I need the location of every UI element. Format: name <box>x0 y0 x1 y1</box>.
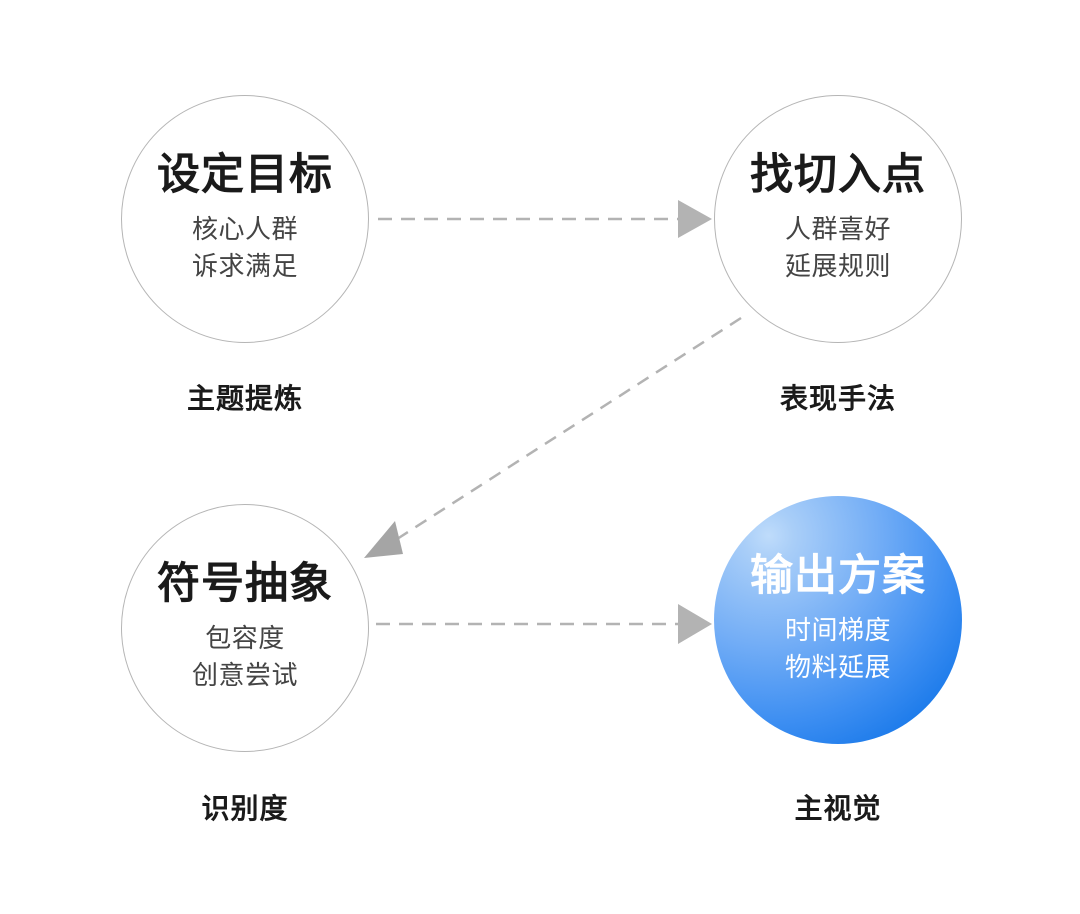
node-symbol-abstract-circle[interactable]: 符号抽象 包容度 创意尝试 <box>121 504 369 752</box>
node-symbol-abstract-title: 符号抽象 <box>157 559 333 608</box>
node-set-goal-title: 设定目标 <box>157 150 333 199</box>
node-find-entry-title: 找切入点 <box>750 150 926 199</box>
connector-symbol-to-output <box>376 604 712 644</box>
node-set-goal-line-1: 核心人群 <box>191 213 298 244</box>
node-symbol-abstract-line-1: 包容度 <box>205 622 285 653</box>
node-output-plan[interactable]: 输出方案 时间梯度 物料延展 <box>714 496 962 744</box>
node-set-goal-caption: 主题提炼 <box>186 383 303 414</box>
node-output-plan-circle[interactable]: 输出方案 时间梯度 物料延展 <box>714 496 962 744</box>
node-find-entry[interactable]: 找切入点 人群喜好 延展规则 <box>714 95 962 343</box>
node-output-plan-title: 输出方案 <box>750 551 926 600</box>
connector-entry-to-symbol-arrowhead <box>364 521 403 558</box>
node-symbol-abstract-line-2: 创意尝试 <box>191 659 298 690</box>
connector-entry-to-symbol <box>364 316 742 558</box>
node-output-plan-caption: 主视觉 <box>794 793 882 824</box>
connector-goal-to-entry <box>378 200 712 238</box>
node-find-entry-line-1: 人群喜好 <box>784 213 891 244</box>
node-find-entry-line-2: 延展规则 <box>784 250 891 281</box>
node-symbol-abstract[interactable]: 符号抽象 包容度 创意尝试 <box>121 504 369 752</box>
connector-goal-to-entry-arrowhead <box>678 200 712 238</box>
connector-symbol-to-output-arrowhead <box>678 604 712 644</box>
node-find-entry-caption: 表现手法 <box>779 383 896 414</box>
connector-entry-to-symbol-line <box>393 316 742 543</box>
node-output-plan-line-2: 物料延展 <box>784 651 891 682</box>
node-symbol-abstract-caption: 识别度 <box>201 793 289 824</box>
node-set-goal[interactable]: 设定目标 核心人群 诉求满足 <box>121 95 369 343</box>
node-set-goal-circle[interactable]: 设定目标 核心人群 诉求满足 <box>121 95 369 343</box>
node-output-plan-line-1: 时间梯度 <box>784 614 891 645</box>
node-find-entry-circle[interactable]: 找切入点 人群喜好 延展规则 <box>714 95 962 343</box>
node-set-goal-line-2: 诉求满足 <box>191 250 298 281</box>
